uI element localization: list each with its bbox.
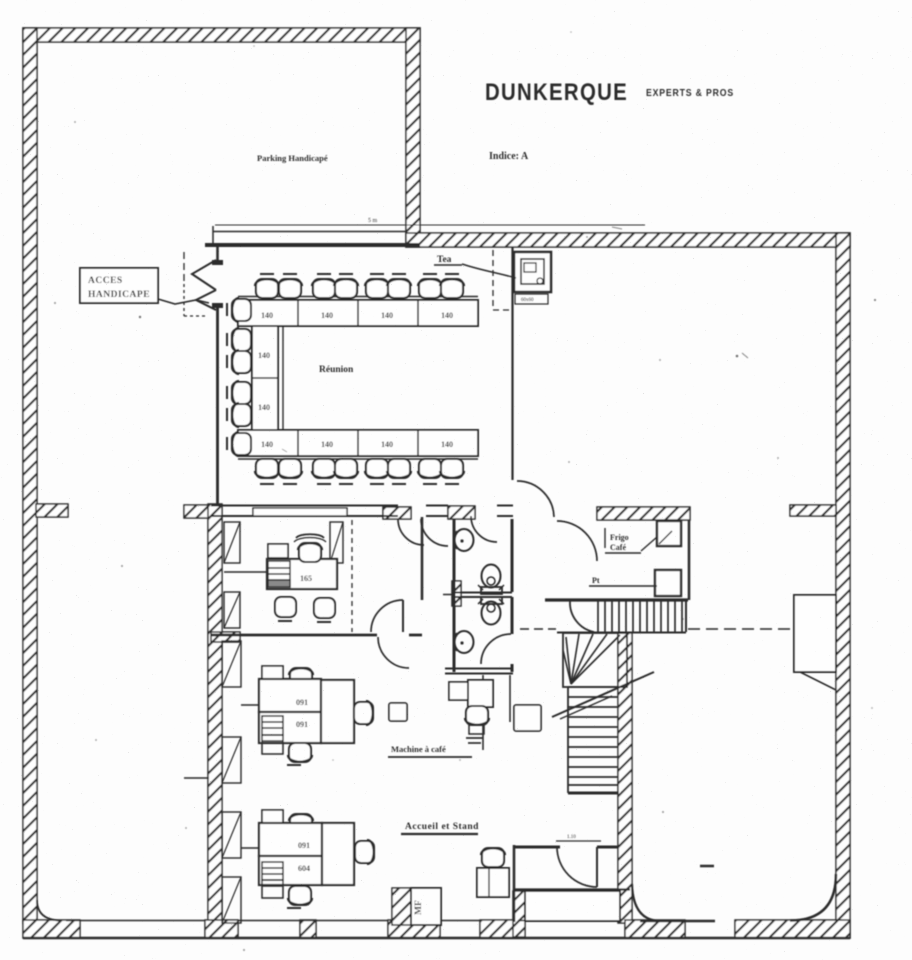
floor-plan-drawing: DUNKERQUE EXPERTS & PROS Indice: A Parki…	[0, 0, 912, 960]
scanned-floor-plan-page: DUNKERQUE EXPERTS & PROS Indice: A Parki…	[0, 0, 912, 960]
scan-grain-overlay	[0, 0, 912, 960]
